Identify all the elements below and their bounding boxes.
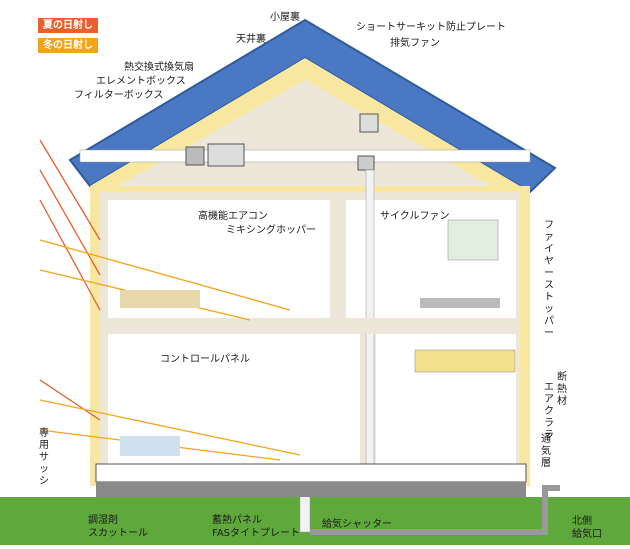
label-mixing-hopper: ミキシングホッパー [226, 225, 316, 236]
summer-sun-rays [39, 139, 101, 421]
north-supply-pipe [310, 485, 560, 535]
label-heat-panel: 蓄熱パネル [212, 515, 262, 526]
ceiling-duct [79, 149, 531, 163]
window [447, 219, 499, 261]
ground [0, 497, 630, 545]
label-dedicated-sash: 専用サッシ [39, 428, 49, 487]
label-element-box: エレメントボックス [96, 76, 186, 87]
label-supply-shutter: 給気シャッター [322, 519, 392, 530]
label-ventilation-layer: 通気層 [541, 434, 551, 469]
label-supply-inlet: 給気口 [572, 529, 602, 540]
heat-exchange-fan [207, 143, 245, 167]
label-ceiling-space: 天井裏 [236, 34, 266, 45]
sofa-lower [120, 436, 180, 456]
cycle-fan-box [357, 155, 375, 171]
label-scuttle: スカットール [88, 528, 148, 539]
label-fire-stopper: ファイヤーストッパー [544, 220, 554, 339]
label-insulation: 断熱材 [557, 372, 567, 407]
label-attic: 小屋裏 [270, 12, 300, 23]
label-cycle-fan: サイクルファン [380, 211, 450, 222]
label-exhaust-fan: 排気ファン [390, 38, 440, 49]
element-box [185, 146, 205, 166]
roof-insulation [90, 58, 530, 194]
heat-panel-floor [95, 463, 527, 483]
label-north-side: 北側 [572, 516, 592, 527]
label-short-circuit-plate: ショートサーキット防止プレート [356, 22, 506, 33]
mid-floor [100, 318, 520, 334]
label-fas-tight-plate: FASタイトプレート [212, 528, 301, 539]
sofa-upper [120, 290, 200, 308]
bed [420, 298, 500, 308]
label-filter-box: フィルターボックス [74, 90, 164, 101]
label-humidity-agent: 調湿剤 [88, 515, 118, 526]
legend-winter: 冬の日射し [38, 38, 98, 53]
foundation [96, 482, 526, 497]
label-heat-exchange-fan: 熱交換式換気扇 [124, 62, 194, 73]
exhaust-fan-box [359, 113, 379, 133]
label-control-panel: コントロールパネル [160, 354, 250, 365]
kitchen-cabinet [414, 349, 516, 373]
label-air-cradle: エアクララ [544, 382, 554, 441]
legend-summer: 夏の日射し [38, 18, 98, 33]
label-hi-aircon: 高機能エアコン [198, 211, 268, 222]
